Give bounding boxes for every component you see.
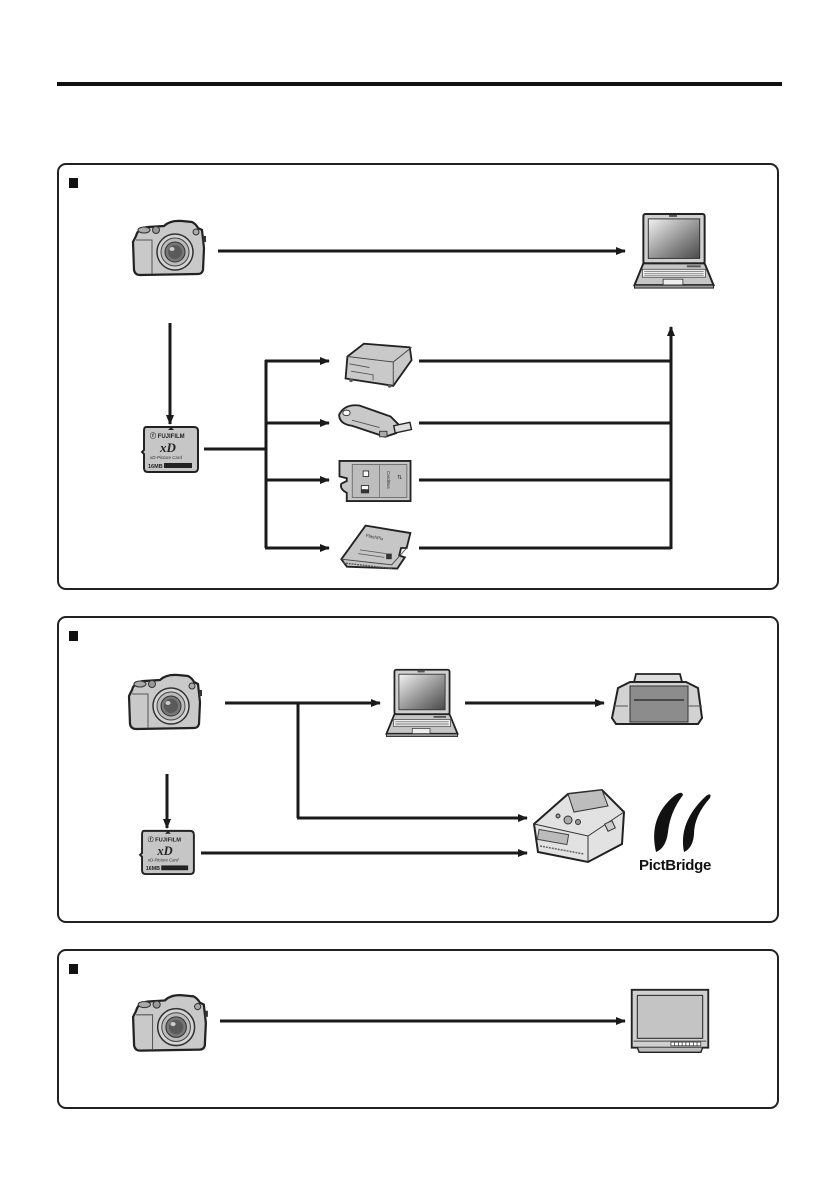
section-bullet-icon [69,631,78,641]
pc-card-adapter-icon [338,460,412,502]
camera-icon [131,219,208,277]
usb-card-reader-icon [344,342,413,389]
laptop-computer-icon [385,668,459,738]
section-bullet-icon [69,964,78,974]
header-rule [57,82,782,86]
laptop-computer-icon [633,212,715,290]
compactflash-adapter-icon [340,524,412,570]
camera-icon [131,994,210,1052]
pictbridge-logo-icon [654,792,711,852]
pictbridge-photo-printer-icon [533,789,625,863]
camera-icon [127,673,204,731]
television-icon [630,988,710,1054]
usb-flash-adapter-icon [338,404,413,438]
pictbridge-logo-text: PictBridge [639,857,712,874]
xd-picture-card-icon [139,829,195,876]
xd-picture-card-icon [141,426,199,473]
printer-icon [611,673,703,725]
section-bullet-icon [69,178,78,188]
